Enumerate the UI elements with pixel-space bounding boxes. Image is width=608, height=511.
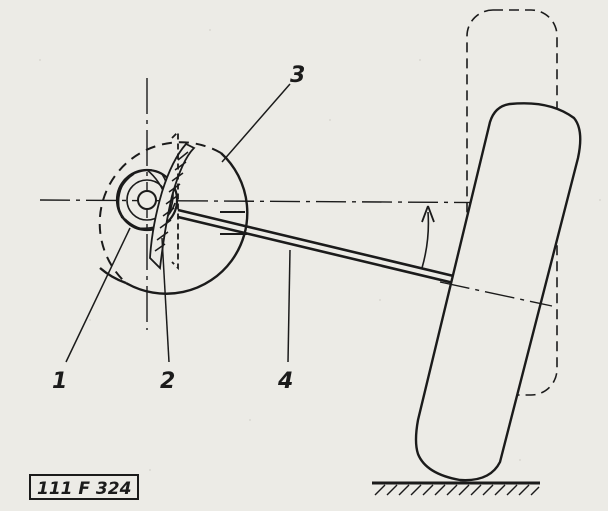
steering-housing — [98, 141, 249, 295]
paper-texture — [39, 29, 601, 471]
callout-label-3: 3 — [290, 63, 305, 88]
wheel-turned — [414, 102, 582, 482]
callout-label-2: 2 — [160, 369, 175, 394]
figure-code: 111 F 324 — [37, 479, 131, 499]
steering-sector — [149, 129, 196, 271]
callout-label-4: 4 — [277, 369, 293, 394]
ground — [372, 481, 540, 496]
drop-arm-rod — [177, 208, 463, 287]
wheel-axis — [439, 281, 553, 307]
figure-code-box: 111 F 324 — [29, 474, 139, 500]
callout-label-1: 1 — [52, 369, 67, 394]
turning-arrow — [421, 205, 435, 269]
leader-lines — [65, 83, 291, 363]
